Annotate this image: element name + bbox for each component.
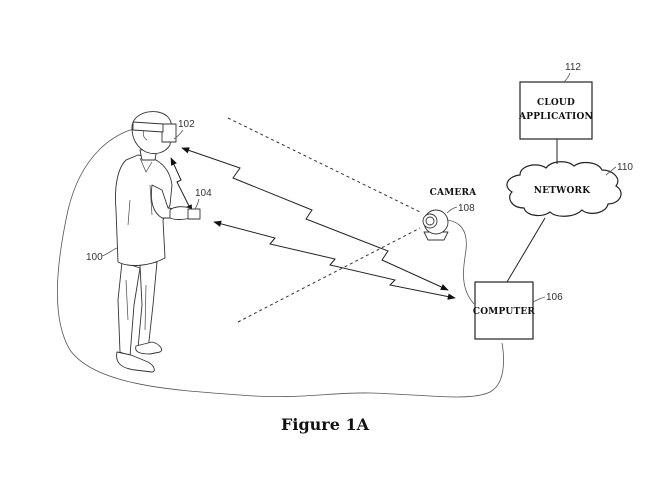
wireless-link-controller-computer	[213, 220, 456, 300]
ref-network: 110	[617, 162, 633, 173]
computer-label: COMPUTER	[473, 307, 536, 317]
ref-cloud-application: 112	[565, 62, 581, 73]
network-cloud	[506, 161, 622, 217]
camera-cable	[446, 219, 475, 305]
figure-caption: Figure 1A	[281, 415, 370, 434]
cloud-application-label-line1: CLOUD	[537, 98, 575, 108]
controller-device	[187, 208, 201, 220]
user-figure	[115, 111, 201, 373]
ref-controller: 104	[195, 188, 212, 199]
ref-camera: 108	[458, 203, 475, 214]
wireless-link-hmd-computer	[181, 147, 449, 291]
cloud-application-label-line2: APPLICATION	[518, 112, 593, 122]
network-computer-link	[506, 217, 546, 283]
computer-box	[474, 281, 534, 340]
network-label: NETWORK	[534, 186, 591, 196]
camera-device	[422, 209, 449, 241]
ref-hmd: 102	[178, 119, 195, 130]
ref-user: 100	[86, 252, 103, 263]
camera-label: CAMERA	[430, 188, 477, 198]
wireless-link-hmd-controller	[170, 157, 193, 213]
camera-fov-upper	[227, 117, 421, 213]
cloud-application-box	[519, 81, 593, 140]
head-mounted-display	[161, 123, 177, 143]
ref-computer: 106	[546, 292, 563, 303]
camera-fov-lower	[237, 227, 421, 323]
hmd-cable	[57, 124, 504, 398]
